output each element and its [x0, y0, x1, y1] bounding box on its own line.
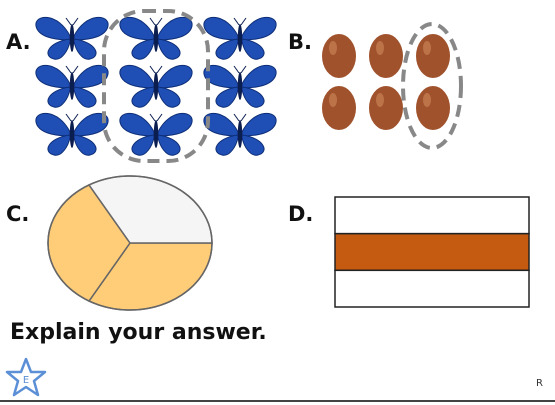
bar-shaded-part — [335, 234, 529, 271]
butterfly-icon — [36, 113, 108, 155]
butterfly-array — [30, 8, 278, 168]
butterfly-icon — [36, 65, 108, 107]
option-a-butterflies — [30, 8, 278, 168]
bar-unshaded-part — [335, 197, 529, 234]
pie-fraction — [44, 172, 216, 314]
butterfly-icon — [120, 113, 192, 155]
butterfly-icon — [204, 65, 276, 107]
egg-icon — [416, 86, 450, 130]
bar-unshaded-part — [335, 270, 529, 307]
egg-icon — [322, 86, 356, 130]
option-d-label: D. — [288, 202, 313, 226]
butterfly-icon — [36, 17, 108, 59]
egg-icon — [416, 34, 450, 78]
butterfly-icon — [204, 17, 276, 59]
egg-icon — [369, 86, 403, 130]
option-c-label: C. — [6, 202, 29, 226]
option-b-eggs — [316, 22, 476, 157]
butterfly-icon — [120, 17, 192, 59]
option-a-label: A. — [6, 30, 31, 54]
star-icon: E — [4, 356, 48, 398]
egg-icon — [369, 34, 403, 78]
butterfly-icon — [204, 113, 276, 155]
egg-array — [316, 22, 476, 157]
star-badge-letter: E — [23, 375, 29, 386]
bar-fraction — [334, 196, 532, 310]
butterfly-icon — [120, 65, 192, 107]
corner-mark: R — [536, 378, 543, 389]
prompt-text: Explain your answer. — [10, 320, 267, 345]
egg-icon — [322, 34, 356, 78]
option-b-label: B. — [288, 30, 312, 54]
option-d-bar — [334, 196, 532, 310]
option-c-pie — [44, 172, 216, 314]
bottom-divider — [0, 400, 555, 402]
